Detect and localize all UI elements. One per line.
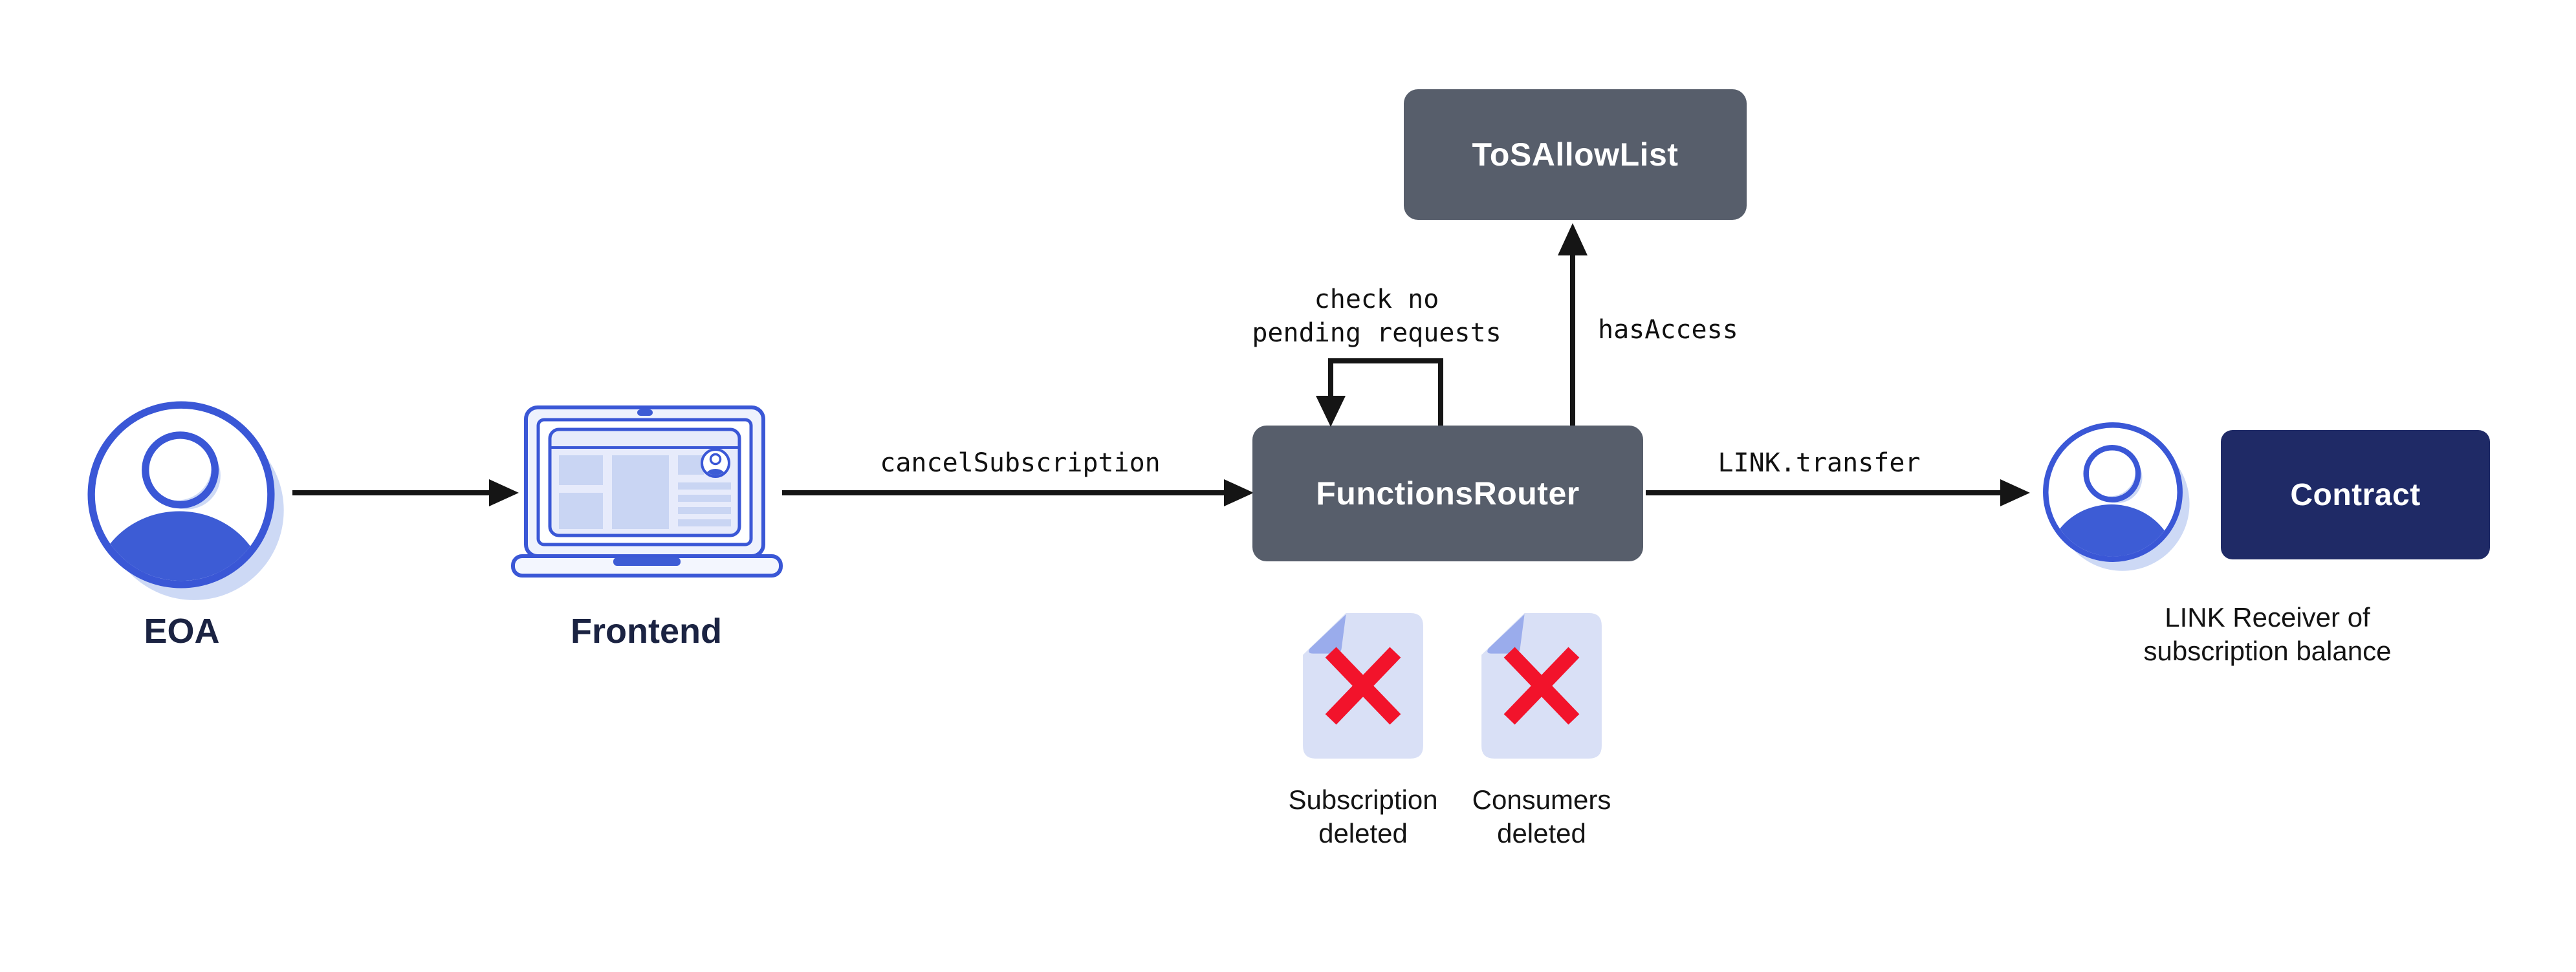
self-loop-top-line: [1328, 358, 1443, 363]
frontend-label: Frontend: [571, 612, 722, 651]
functions-router-label: FunctionsRouter: [1316, 475, 1580, 512]
link-transfer-edge-label: LINK.transfer: [1718, 448, 1921, 478]
frontend-laptop-icon: [511, 405, 783, 578]
eoa-user-icon: [87, 401, 284, 600]
contract-label: Contract: [2290, 477, 2421, 512]
cancel-subscription-edge-label: cancelSubscription: [880, 448, 1161, 478]
contract-node: Contract: [2221, 430, 2490, 559]
self-loop-down-line: [1328, 358, 1333, 397]
arrow-frontend-to-router-head: [1224, 479, 1254, 506]
consumers-deleted-doc-icon: [1481, 613, 1602, 759]
arrow-router-to-receiver-line: [1646, 490, 2002, 495]
link-receiver-caption: LINK Receiver of subscription balance: [2143, 601, 2392, 666]
consumers-deleted-label: Consumers deleted: [1472, 784, 1611, 848]
self-loop-arrow-head: [1316, 396, 1346, 427]
arrow-router-to-receiver-head: [2000, 479, 2030, 506]
self-loop-up-line: [1438, 358, 1443, 426]
arrow-router-to-tos-head: [1558, 223, 1588, 255]
arrow-eoa-to-frontend-line: [292, 490, 490, 495]
self-loop-label: check no pending requests: [1252, 285, 1501, 348]
arrow-eoa-to-frontend-head: [489, 479, 519, 506]
has-access-edge-label: hasAccess: [1598, 315, 1738, 345]
functions-router-node: FunctionsRouter: [1252, 426, 1643, 561]
link-receiver-user-icon: [2043, 422, 2190, 571]
tos-allow-list-node: ToSAllowList: [1404, 89, 1747, 220]
arrow-router-to-tos-line: [1570, 254, 1575, 426]
arrow-frontend-to-router-line: [782, 490, 1225, 495]
eoa-label: EOA: [144, 612, 220, 651]
subscription-deleted-doc-icon: [1303, 613, 1423, 759]
subscription-deleted-label: Subscription deleted: [1288, 784, 1438, 848]
tos-allow-list-label: ToSAllowList: [1472, 136, 1679, 173]
